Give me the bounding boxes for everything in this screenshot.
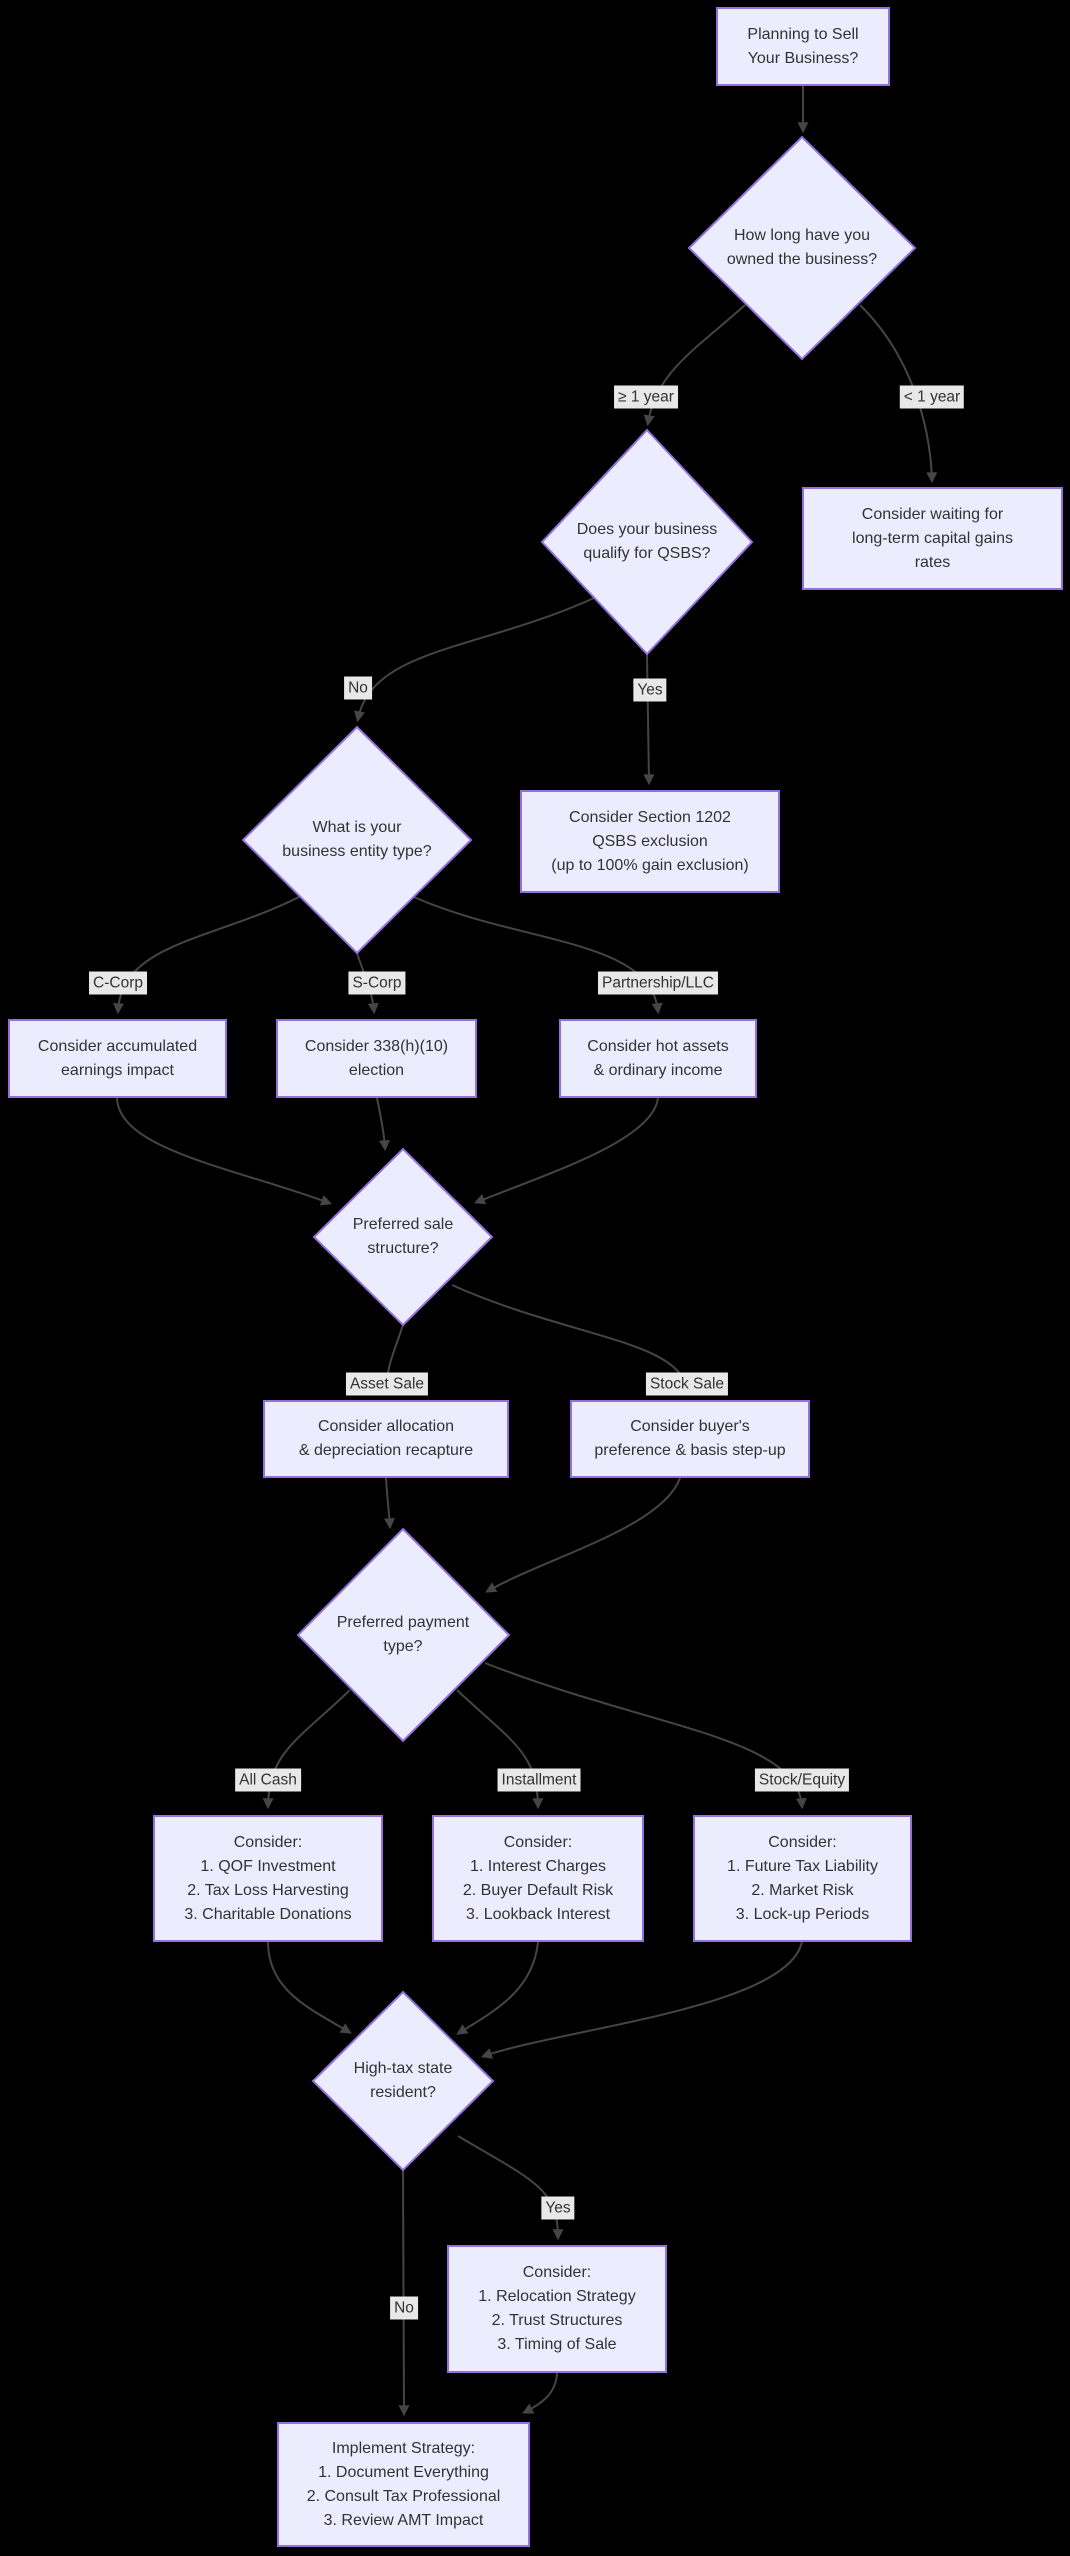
node-c-corp-consideration: Consider accumulated earnings impact — [8, 1019, 227, 1098]
edge-label-qsbs-yes: Yes — [633, 678, 667, 702]
node-sale-structure-decision-label: Preferred sale structure? — [352, 1216, 454, 1257]
node-stock-sale-consideration: Consider buyer's preference & basis step… — [570, 1400, 810, 1478]
node-qsbs-decision-shape — [540, 428, 754, 656]
node-payment-type-decision-shape — [296, 1527, 511, 1743]
node-all-cash-considerations: Consider: 1. QOF Investment 2. Tax Loss … — [153, 1815, 383, 1942]
node-ownership-decision-shape — [687, 135, 917, 361]
node-section-1202: Consider Section 1202 QSBS exclusion (up… — [520, 790, 780, 893]
edge-label-gte-1-year: ≥ 1 year — [614, 385, 678, 409]
edge-label-partnership-llc: Partnership/LLC — [597, 971, 719, 995]
edge-label-c-corp: C-Corp — [89, 971, 147, 995]
node-wait-long-term: Consider waiting for long-term capital g… — [802, 487, 1063, 590]
node-stock-equity-considerations: Consider: 1. Future Tax Liability 2. Mar… — [693, 1815, 912, 1942]
edge-qsbs-to-entity — [354, 597, 595, 723]
edge-hightax-to-relocation — [457, 2135, 564, 2241]
node-payment-type-decision-label: Preferred payment type? — [336, 1614, 470, 1655]
edge-relocation-to-implement — [522, 2372, 558, 2414]
edge-label-s-corp: S-Corp — [348, 971, 406, 995]
edge-label-stock-equity: Stock/Equity — [754, 1768, 850, 1792]
edge-asset-to-payment — [383, 1477, 395, 1530]
node-high-tax-considerations: Consider: 1. Relocation Strategy 2. Trus… — [447, 2245, 667, 2373]
edge-stockequity-to-hightax — [480, 1941, 803, 2059]
edge-hightax-to-implement — [398, 2169, 410, 2417]
node-qsbs-decision-label: Does your business qualify for QSBS? — [576, 521, 718, 562]
edge-label-stock-sale: Stock Sale — [645, 1372, 729, 1396]
node-entity-decision-label: What is your business entity type? — [282, 819, 432, 860]
edge-ccorp-to-structure — [116, 1097, 333, 1206]
node-ownership-decision-label: How long have you owned the business? — [726, 227, 878, 268]
edge-label-tax-yes: Yes — [541, 2196, 575, 2220]
edge-label-tax-no: No — [390, 2296, 418, 2320]
node-implement-strategy: Implement Strategy: 1. Document Everythi… — [277, 2422, 530, 2547]
node-installment-considerations: Consider: 1. Interest Charges 2. Buyer D… — [432, 1815, 644, 1942]
edge-label-asset-sale: Asset Sale — [345, 1372, 429, 1396]
node-entity-decision-shape — [241, 725, 473, 955]
node-high-tax-decision-label: High-tax state resident? — [353, 2060, 453, 2101]
node-partnership-consideration: Consider hot assets & ordinary income — [559, 1019, 757, 1098]
edge-partnership-to-structure — [473, 1097, 659, 1205]
edge-stock-to-payment — [485, 1477, 681, 1593]
node-sale-structure-decision-shape — [312, 1147, 494, 1327]
edge-allcash-to-hightax — [267, 1941, 352, 2034]
edge-label-all-cash: All Cash — [235, 1768, 301, 1792]
edge-qsbs-to-section1202 — [643, 653, 655, 786]
node-asset-sale-consideration: Consider allocation & depreciation recap… — [263, 1400, 509, 1478]
edge-label-lt-1-year: < 1 year — [899, 385, 965, 409]
node-start: Planning to Sell Your Business? — [716, 7, 890, 86]
edge-label-installment: Installment — [497, 1768, 581, 1792]
edge-installment-to-hightax — [456, 1941, 539, 2035]
edge-scorp-to-structure — [376, 1097, 390, 1152]
edge-label-qsbs-no: No — [344, 676, 372, 700]
node-s-corp-consideration: Consider 338(h)(10) election — [276, 1019, 477, 1098]
node-high-tax-decision-shape — [311, 1990, 495, 2172]
